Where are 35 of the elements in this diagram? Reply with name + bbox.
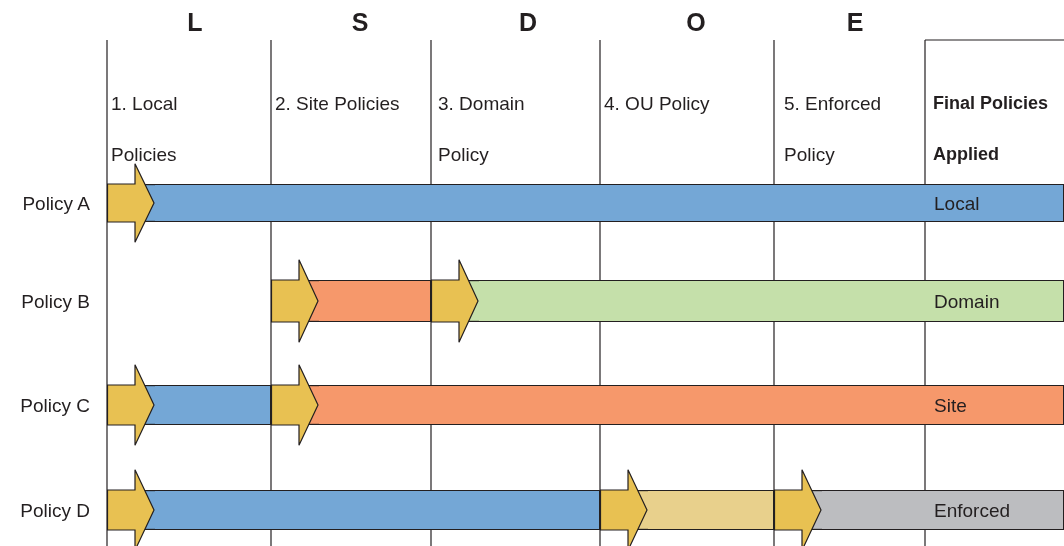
policy-bar: [319, 385, 1064, 425]
column-heading: 5. Enforced Policy: [784, 92, 883, 167]
block-arrow: [773, 469, 822, 546]
column-heading: 2. Site Policies: [275, 92, 401, 116]
row-label: Policy A: [21, 191, 90, 216]
column-letter: O: [686, 10, 706, 35]
column-letter: E: [846, 10, 864, 35]
block-arrow: [106, 163, 155, 243]
column-letter: S: [351, 10, 369, 35]
block-arrow: [270, 364, 319, 446]
row-label: Policy B: [20, 289, 90, 314]
block-arrow: [106, 364, 155, 446]
policy-bar: [822, 490, 1064, 530]
block-arrow: [599, 469, 648, 546]
row-label: Policy C: [19, 393, 90, 418]
policy-bar: [155, 490, 600, 530]
bar-label: Site: [934, 395, 967, 415]
column-heading: 1. Local Policies: [111, 92, 179, 167]
column-heading: Final Policies Applied: [933, 92, 1050, 166]
block-arrow: [106, 469, 155, 546]
block-arrow: [270, 259, 319, 343]
block-arrow: [430, 259, 479, 343]
column-heading: 3. Domain Policy: [438, 92, 526, 167]
policy-bar: [648, 490, 774, 530]
policy-bar: [155, 184, 1064, 222]
policy-bar: [155, 385, 271, 425]
bar-label: Domain: [934, 291, 1000, 311]
column-heading: 4. OU Policy: [604, 92, 711, 116]
policy-bar: [319, 280, 431, 322]
row-label: Policy D: [19, 498, 90, 523]
policy-bar: [479, 280, 1064, 322]
column-letter: D: [518, 10, 538, 35]
bar-label: Enforced: [934, 500, 1011, 520]
bar-label: Local: [934, 193, 980, 213]
column-letter: L: [187, 10, 203, 35]
